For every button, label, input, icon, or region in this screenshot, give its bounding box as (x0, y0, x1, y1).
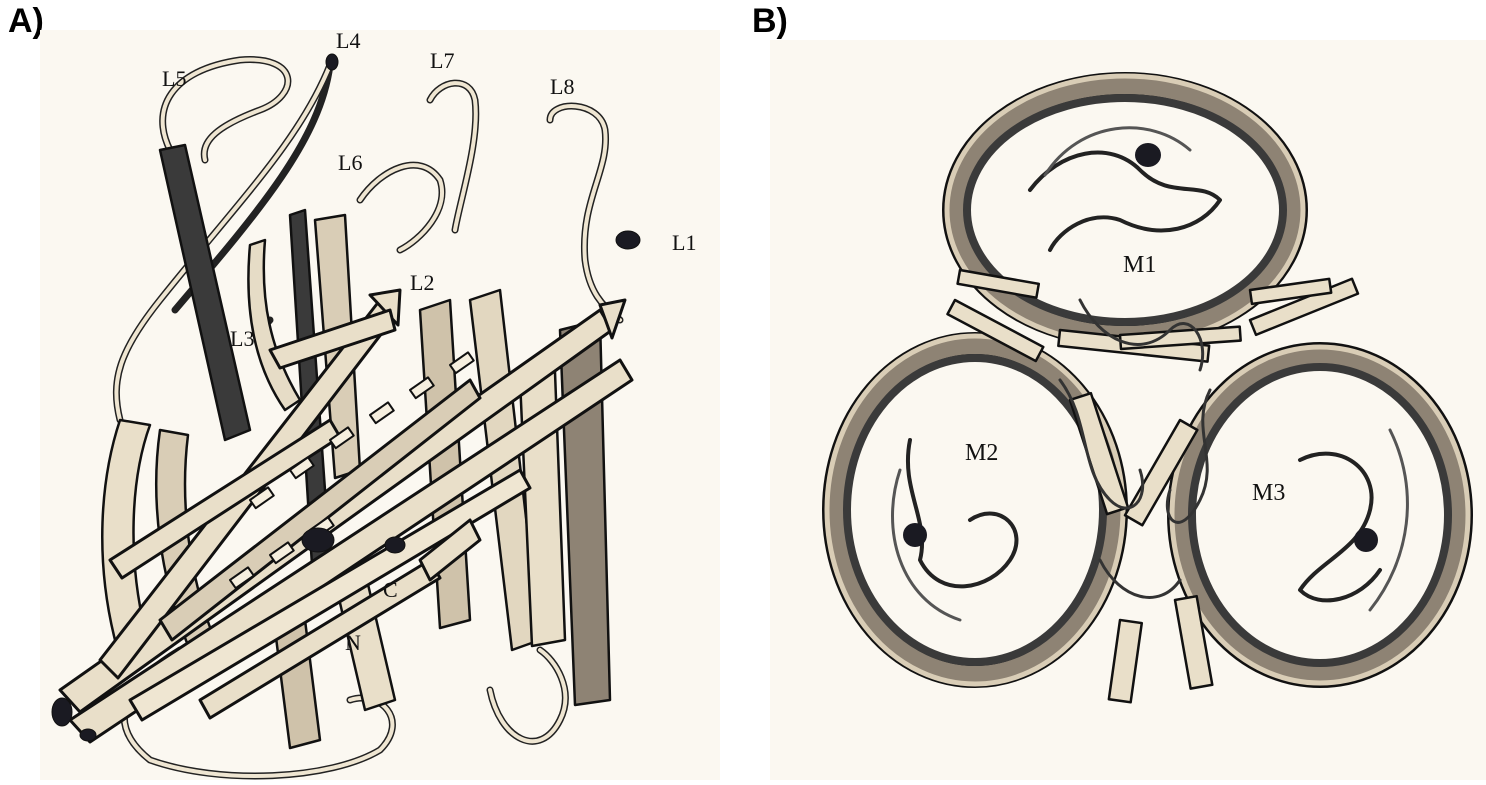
label-l7: L7 (430, 48, 454, 73)
label-l3: L3 (230, 326, 254, 351)
label-m1: M1 (1123, 252, 1156, 278)
label-m3: M3 (1252, 480, 1285, 506)
label-l8: L8 (550, 74, 574, 99)
label-l6: L6 (338, 150, 362, 175)
label-l4: L4 (336, 28, 360, 53)
label-l5: L5 (162, 66, 186, 91)
label-n-terminus: N (345, 630, 361, 655)
label-l1: L1 (672, 230, 696, 255)
label-m2: M2 (965, 440, 998, 466)
label-c-terminus: C (383, 577, 398, 602)
label-l2: L2 (410, 270, 434, 295)
